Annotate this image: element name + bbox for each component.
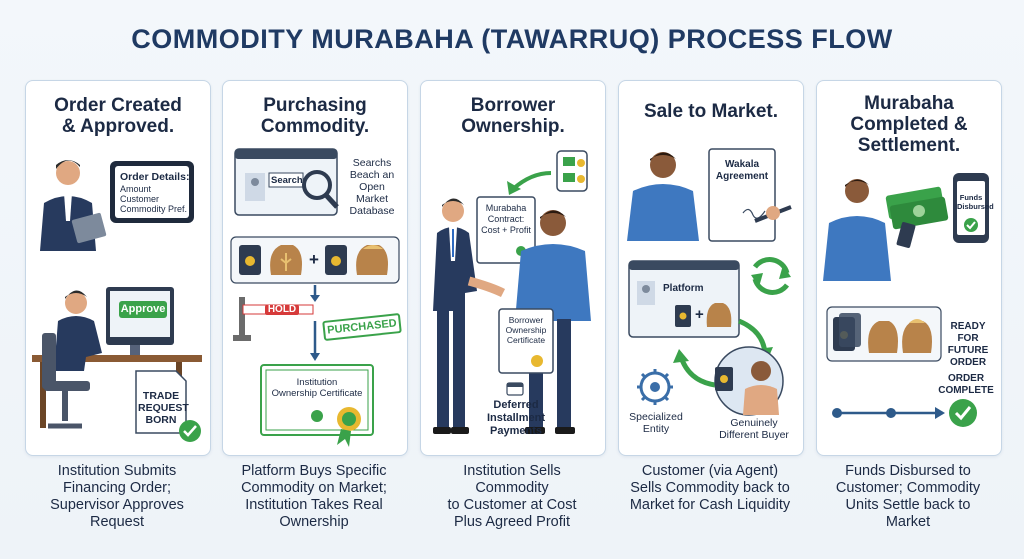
- oil-barrel-icon: [239, 245, 261, 275]
- money-phone-icon: [556, 150, 588, 192]
- order-details-label: Order Details:: [120, 171, 190, 183]
- plus-sign: +: [309, 250, 319, 269]
- order-item-customer: Customer: [120, 194, 160, 204]
- calendar-icon: [506, 382, 524, 396]
- page-title: COMMODITY MURABAHA (TAWARRUQ) PROCESS FL…: [131, 24, 893, 54]
- step-panel-order-created: Order Created& Approved. Order Det: [25, 80, 211, 456]
- gear-icon: [637, 369, 673, 405]
- platform-label: Platform: [663, 283, 704, 294]
- grain-sack-icon: [270, 245, 302, 275]
- step5-illustration: [823, 173, 989, 427]
- grain-sack-icon: [356, 245, 388, 275]
- plus-sign: +: [695, 306, 704, 323]
- search-field[interactable]: Search: [271, 175, 303, 186]
- step3-illustration: [433, 150, 591, 434]
- step2-illustration: [230, 148, 400, 447]
- step-panel-sale-to-market: Sale to Market.: [618, 80, 804, 456]
- step4-illustration: [627, 148, 792, 416]
- order-item-commodity: Commodity Pref.: [120, 204, 188, 214]
- approve-button[interactable]: Approve: [119, 301, 167, 318]
- step-caption: Customer (via Agent)Sells Commodity back…: [629, 463, 791, 513]
- person-icon: [40, 160, 107, 251]
- step-title: Order Created& Approved.: [54, 95, 182, 137]
- cash-icon: [885, 186, 949, 230]
- order-item-amount: Amount: [120, 184, 152, 194]
- oil-barrel-icon: [325, 245, 347, 275]
- hold-label: HOLD: [265, 305, 299, 315]
- step-title: Sale to Market.: [643, 101, 779, 122]
